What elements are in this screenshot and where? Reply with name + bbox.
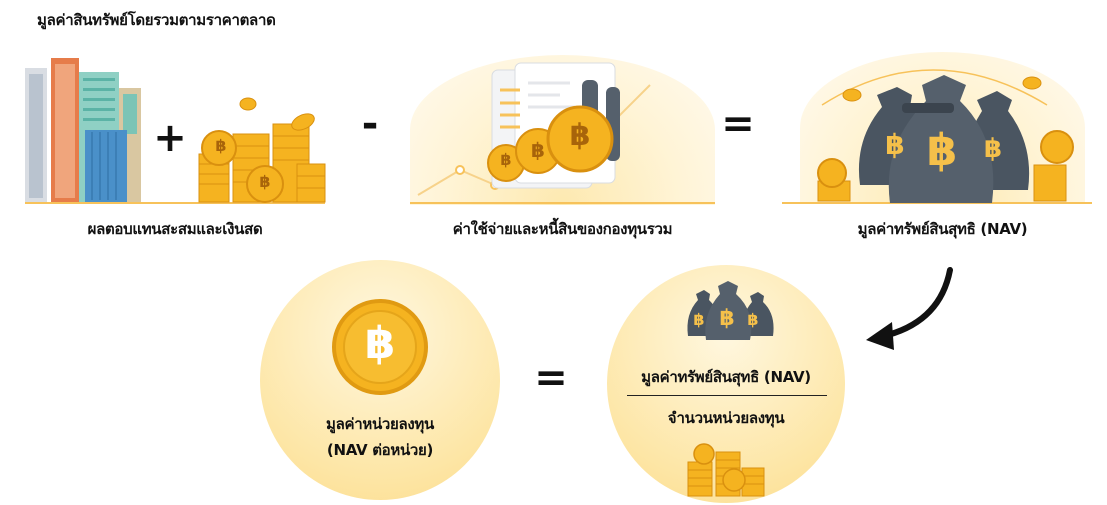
fraction-divider — [627, 395, 827, 396]
expenses-chart-icon — [417, 62, 651, 196]
big-coin-icon — [332, 299, 428, 395]
minus-operator: - — [361, 101, 379, 147]
expenses-label: ค่าใช้จ่ายและหนี้สินของกองทุนรวม — [452, 220, 673, 238]
unit-value-sublabel: (NAV ต่อหน่วย) — [326, 441, 434, 459]
formula-numerator: มูลค่าทรัพย์สินสุทธิ (NAV) — [641, 368, 811, 386]
small-coin-stacks-icon — [687, 443, 765, 497]
bag-baht-icon: ฿ — [719, 306, 735, 331]
bag-baht-icon: ฿ — [926, 125, 958, 176]
coin-baht-icon: ฿ — [259, 172, 271, 191]
formula-denominator: จำนวนหน่วยลงทุน — [667, 409, 785, 427]
small-money-bags-icon — [687, 281, 774, 340]
nav-label: มูลค่าทรัพย์สินสุทธิ (NAV) — [857, 220, 1028, 238]
bag-baht-icon: ฿ — [747, 310, 759, 329]
ground-line — [410, 202, 715, 204]
bag-baht-icon: ฿ — [983, 134, 1003, 164]
coin-baht-icon: ฿ — [531, 138, 545, 162]
big-coin-baht-icon: ฿ — [364, 318, 396, 369]
assets-label: ผลตอบแทนสะสมและเงินสด — [87, 220, 263, 238]
unit-value-label: มูลค่าหน่วยลงทุน — [326, 415, 434, 433]
equals-operator: = — [534, 355, 568, 401]
coin-stacks-icon — [198, 97, 326, 203]
coin-baht-icon: ฿ — [500, 150, 512, 169]
page-title: มูลค่าสินทรัพย์โดยรวมตามราคาตลาด — [37, 11, 276, 29]
buildings-icon — [25, 58, 141, 202]
assets-illustration: ฿ ฿ — [25, 50, 326, 205]
bag-baht-icon: ฿ — [693, 310, 705, 329]
plus-operator: + — [153, 115, 187, 161]
money-bags-icon — [817, 69, 1074, 203]
coin-baht-icon: ฿ — [215, 136, 227, 155]
coin-baht-icon: ฿ — [569, 118, 591, 153]
ground-line — [25, 202, 325, 204]
equals-operator: = — [721, 101, 755, 147]
bag-baht-icon: ฿ — [885, 128, 905, 161]
curved-arrow-icon — [866, 267, 953, 350]
